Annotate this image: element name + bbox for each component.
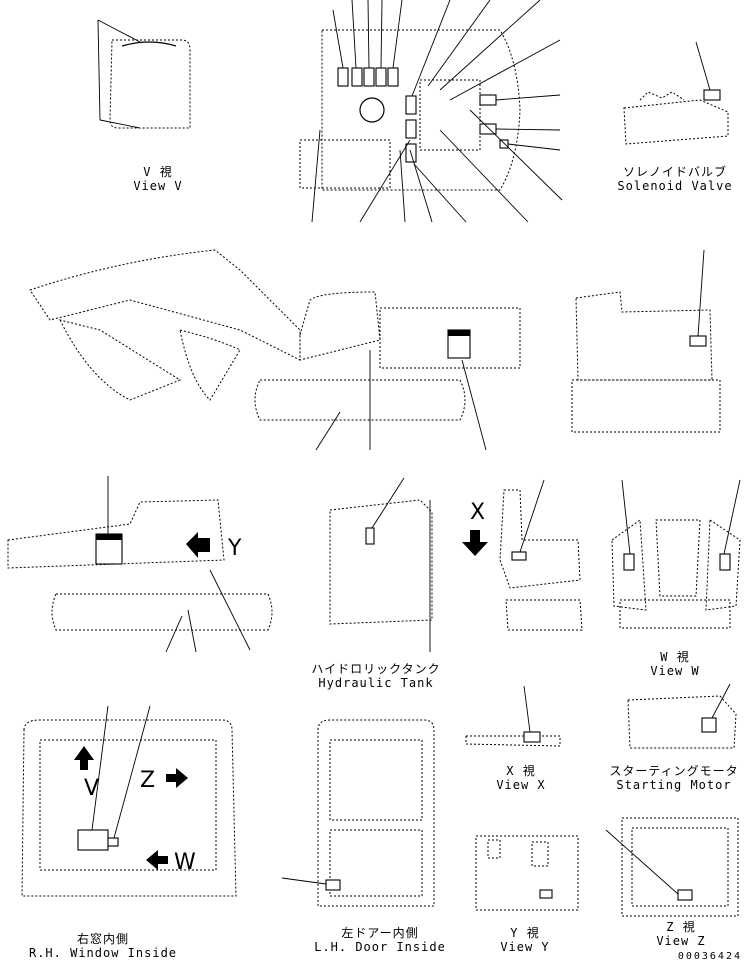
top-view-drawing [299, 0, 563, 223]
solenoid-valve-drawing [623, 41, 729, 145]
rh-window-jp: 右窓内側 [76, 932, 129, 946]
view-w-drawing [611, 479, 741, 629]
marker-z: Z [140, 768, 156, 793]
view-z-jp: Z 視 [666, 920, 696, 934]
lh-door-label: 左ドアー内側 L.H. Door Inside [300, 926, 460, 954]
document-number: 00036424 [677, 951, 742, 962]
lh-door-jp: 左ドアー内側 [341, 926, 419, 940]
view-z-label: Z 視 View Z [646, 920, 716, 948]
view-z-drawing [605, 817, 739, 917]
hydraulic-tank-label: ハイドロリックタンク Hydraulic Tank [302, 662, 450, 690]
view-v-label: V 視 View V [108, 165, 208, 193]
starting-jp: スターティングモータ [609, 764, 739, 778]
view-y-jp: Y 視 [510, 926, 540, 940]
starting-motor-label: スターティングモータ Starting Motor [606, 764, 742, 792]
view-y-label: Y 視 View Y [490, 926, 560, 954]
lh-door-en: L.H. Door Inside [314, 940, 446, 954]
solenoid-valve-label: ソレノイドバルブ Solenoid Valve [608, 165, 742, 193]
rh-window-label: 右窓内側 R.H. Window Inside [10, 932, 196, 960]
view-v-drawing [97, 19, 191, 129]
view-x-drawing [465, 685, 561, 747]
marker-y: Y [228, 536, 242, 561]
seat-view-drawing [462, 479, 583, 631]
marker-v: V [84, 776, 100, 801]
hydraulic-tank-drawing [329, 477, 433, 652]
view-z-en: View Z [656, 934, 706, 948]
view-y-drawing [475, 835, 579, 911]
solenoid-en: Solenoid Valve [617, 179, 733, 193]
starting-en: Starting Motor [616, 778, 732, 792]
view-v-en: View V [133, 179, 183, 193]
view-w-label: W 視 View W [640, 650, 710, 678]
view-x-jp: X 視 [506, 764, 536, 778]
view-x-label: X 視 View X [486, 764, 556, 792]
view-x-en: View X [496, 778, 546, 792]
hydraulic-jp: ハイドロリックタンク [311, 662, 441, 676]
rh-window-drawing [21, 705, 237, 897]
starting-motor-drawing [627, 683, 737, 749]
machine-closeup-drawing [7, 476, 273, 653]
excavator-side-view [29, 249, 521, 451]
lh-door-drawing [281, 719, 435, 907]
view-v-jp: V 視 [143, 165, 173, 179]
rh-window-en: R.H. Window Inside [28, 946, 178, 960]
marker-w: W [174, 850, 196, 875]
excavator-rear-view [571, 249, 721, 433]
solenoid-jp: ソレノイドバルブ [622, 165, 727, 179]
hydraulic-en: Hydraulic Tank [318, 676, 434, 690]
marker-x: X [470, 500, 486, 525]
view-w-jp: W 視 [660, 650, 690, 664]
view-w-en: View W [650, 664, 700, 678]
view-y-en: View Y [500, 940, 550, 954]
